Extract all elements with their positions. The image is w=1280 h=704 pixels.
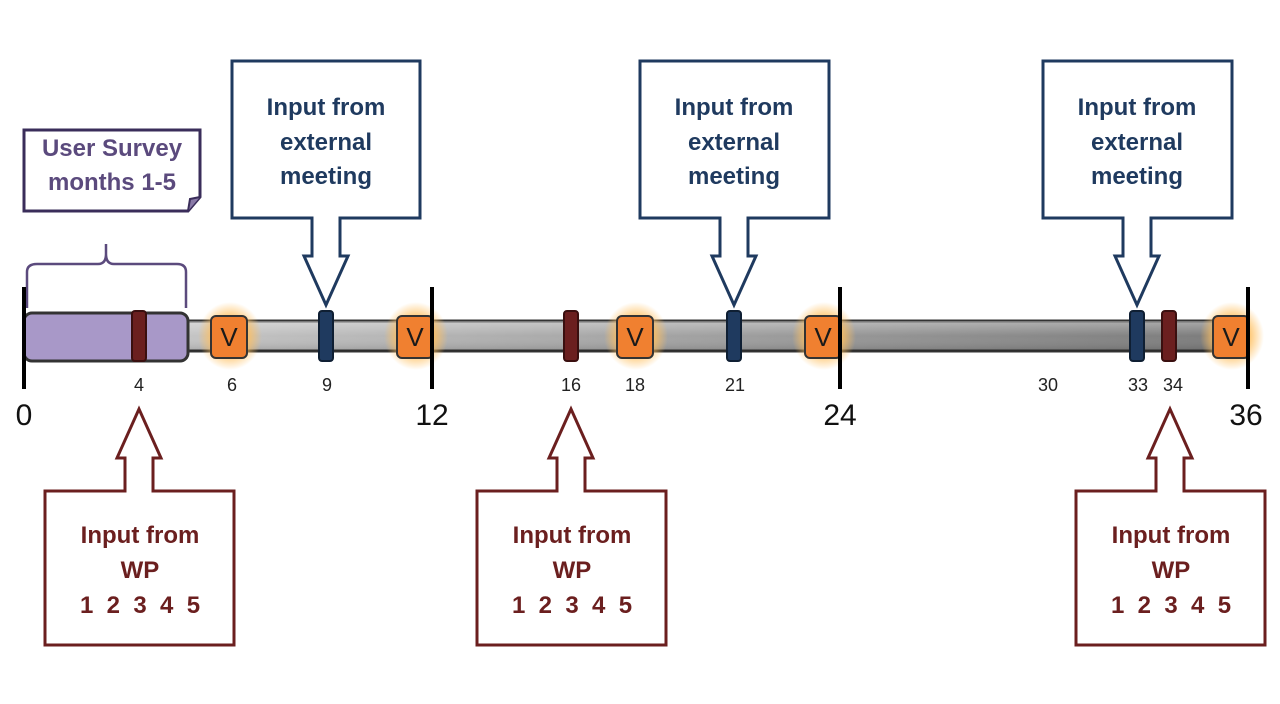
survey-label-line1: User Survey: [42, 135, 183, 162]
external-meeting-callout-2: Input from external meeting: [638, 59, 831, 309]
tick-label: 34: [1163, 375, 1183, 395]
meeting-marker-21: [726, 310, 742, 362]
validation-label: V: [220, 322, 238, 352]
meeting-label-line2: external: [1091, 129, 1183, 156]
tick-label: 21: [725, 375, 745, 395]
tick-label: 6: [227, 375, 237, 395]
validation-marker-18: V: [604, 302, 668, 370]
validation-marker-11: V: [384, 302, 448, 370]
tick-label: 4: [134, 375, 144, 395]
meeting-marker-9: [318, 310, 334, 362]
wp-label-line3: 1 2 3 4 5: [512, 592, 632, 619]
tick-label: 30: [1038, 375, 1058, 395]
meeting-marker-33: [1129, 310, 1145, 362]
tick-label: 9: [322, 375, 332, 395]
meeting-label-line3: meeting: [688, 163, 780, 190]
validation-marker-35: V: [1200, 302, 1264, 370]
wp-marker-4: [131, 310, 147, 362]
meeting-label-line2: external: [688, 129, 780, 156]
tick-label: 33: [1128, 375, 1148, 395]
wp-input-callout-2: Input from WP 1 2 3 4 5: [475, 405, 668, 647]
tick-label: 18: [625, 375, 645, 395]
validation-marker-6: V: [198, 302, 262, 370]
external-meeting-callout-3: Input from external meeting: [1041, 59, 1234, 309]
major-label-0: 0: [16, 399, 33, 432]
survey-callout: User Survey months 1-5: [22, 128, 202, 213]
wp-label-line3: 1 2 3 4 5: [1111, 592, 1231, 619]
validation-marker-23: V: [792, 302, 856, 370]
meeting-label-line3: meeting: [1091, 163, 1183, 190]
external-meeting-callout-1: Input from external meeting: [230, 59, 422, 309]
tick-label: 16: [561, 375, 581, 395]
survey-bracket: [25, 244, 188, 308]
wp-marker-16: [563, 310, 579, 362]
wp-label-line2: WP: [553, 557, 592, 584]
wp-label-line1: Input from: [1112, 522, 1231, 549]
meeting-label-line2: external: [280, 129, 372, 156]
major-label-24: 24: [823, 399, 856, 432]
validation-label: V: [626, 322, 644, 352]
major-label-12: 12: [415, 399, 448, 432]
wp-label-line3: 1 2 3 4 5: [80, 592, 200, 619]
wp-label-line2: WP: [1152, 557, 1191, 584]
wp-label-line2: WP: [121, 557, 160, 584]
validation-label: V: [814, 322, 832, 352]
major-label-36: 36: [1229, 399, 1262, 432]
validation-label: V: [1222, 322, 1240, 352]
survey-segment: [22, 311, 190, 363]
validation-label: V: [406, 322, 424, 352]
meeting-label-line3: meeting: [280, 163, 372, 190]
survey-label-line2: months 1-5: [48, 169, 176, 196]
meeting-label-line1: Input from: [1078, 94, 1197, 121]
wp-marker-34: [1161, 310, 1177, 362]
wp-label-line1: Input from: [81, 522, 200, 549]
meeting-label-line1: Input from: [267, 94, 386, 121]
wp-input-callout-1: Input from WP 1 2 3 4 5: [43, 405, 236, 647]
wp-label-line1: Input from: [513, 522, 632, 549]
meeting-label-line1: Input from: [675, 94, 794, 121]
wp-input-callout-3: Input from WP 1 2 3 4 5: [1074, 405, 1267, 647]
